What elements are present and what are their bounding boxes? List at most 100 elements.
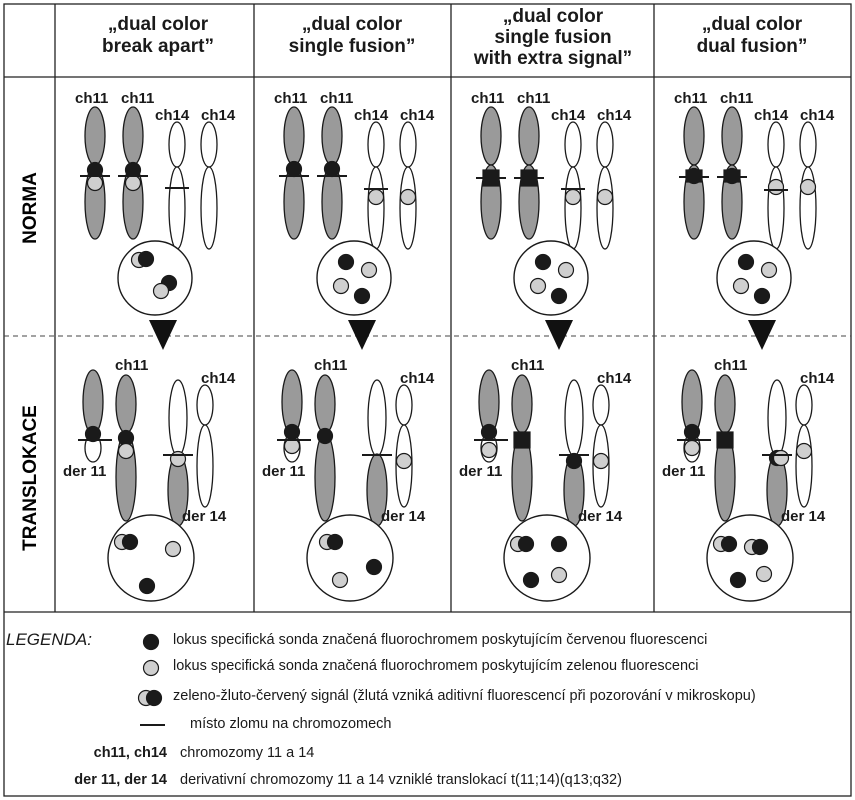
label-der11: der 11	[262, 463, 305, 480]
green-probe	[755, 565, 773, 583]
green-probe	[117, 442, 135, 460]
label-der14: der 14	[578, 508, 623, 525]
chromosome-14	[399, 121, 417, 250]
red-probe	[683, 423, 701, 441]
green-probe	[169, 450, 187, 468]
chromosome-der14	[362, 379, 392, 527]
down-arrow-icon	[545, 320, 573, 350]
label-ch14: ch14	[400, 107, 435, 124]
label-ch14: ch14	[551, 107, 586, 124]
down-arrow-icon	[748, 320, 776, 350]
red-probe	[729, 571, 747, 589]
chromosome-q-arm	[200, 166, 218, 250]
green-probe	[331, 571, 349, 589]
chromosome-p-arm	[168, 121, 186, 168]
chromosome-14	[168, 121, 186, 250]
label-ch14: ch14	[155, 107, 190, 124]
chromosome-der11	[277, 369, 311, 463]
chromosome-p-arm	[395, 384, 413, 426]
chromosome-14	[367, 121, 385, 250]
red-probe	[517, 535, 535, 553]
chromosome-der14	[163, 379, 193, 527]
red-probe	[323, 160, 341, 178]
legend-title: LEGENDA:	[6, 630, 92, 649]
chromosome-q-arm	[196, 424, 214, 508]
chromosome-p-arm	[321, 106, 343, 166]
red-probe	[365, 558, 383, 576]
chromosome-p-arm	[714, 374, 736, 434]
legend-break-text: místo zlomu na chromozomech	[190, 716, 392, 732]
green-probe	[557, 261, 575, 279]
label-der14: der 14	[182, 508, 227, 525]
red-probe	[84, 425, 102, 443]
chromosome-p-arm	[767, 121, 785, 168]
chromosome-p-arm	[367, 121, 385, 168]
legend-der-text: derivativní chromozomy 11 a 14 vzniklé t…	[180, 772, 622, 788]
chromosome-p-arm	[596, 121, 614, 168]
chromosome-14	[564, 121, 582, 250]
label-der11: der 11	[662, 463, 705, 480]
chromosome-p-arm	[115, 374, 137, 434]
chromosome-p-arm	[564, 121, 582, 168]
chromosome-p-arm	[480, 106, 502, 166]
green-probe	[760, 261, 778, 279]
chromosome-q-arm	[683, 164, 705, 240]
green-probe	[395, 452, 413, 470]
label-ch11: ch11	[511, 357, 544, 374]
chromosome-11	[279, 106, 309, 240]
green-probe	[799, 178, 817, 196]
red-probe	[283, 423, 301, 441]
label-ch11: ch11	[714, 357, 747, 374]
chromosome-11	[314, 374, 336, 522]
fusion-signal-icon	[137, 689, 163, 707]
legend-red-text: lokus specifická sonda značená fluorochr…	[173, 632, 708, 648]
label-der14: der 14	[381, 508, 426, 525]
chromosome-p-arm	[367, 379, 387, 457]
green-probe	[732, 277, 750, 295]
chromosome-q-arm	[168, 166, 186, 250]
label-ch11: ch11	[314, 357, 347, 374]
chromosome-11	[511, 374, 533, 522]
green-probe	[772, 449, 790, 467]
red-probe	[534, 253, 552, 271]
green-probe	[550, 566, 568, 584]
chromosome-14	[200, 121, 218, 250]
chromosome-der11	[78, 369, 112, 463]
green-probe	[332, 277, 350, 295]
down-arrow-icon	[149, 320, 177, 350]
chromosome-der11	[474, 369, 508, 463]
label-ch14: ch14	[201, 370, 236, 387]
green-probe	[795, 442, 813, 460]
label-ch11: ch11	[320, 90, 353, 107]
chromosome-p-arm	[84, 106, 106, 166]
red-probe	[137, 250, 155, 268]
label-ch11: ch11	[115, 357, 148, 374]
chromosome-q-arm	[367, 166, 385, 250]
chromosome-q-arm	[399, 166, 417, 250]
chromosome-p-arm	[592, 384, 610, 426]
legend-green-text: lokus specifická sonda značená fluorochr…	[173, 658, 699, 674]
nucleus-translocation	[503, 514, 591, 602]
label-ch11: ch11	[75, 90, 108, 107]
label-ch14: ch14	[201, 107, 236, 124]
red-probe	[353, 287, 371, 305]
green-probe	[124, 174, 142, 192]
row-label-translokace: TRANSLOKACE	[20, 405, 41, 551]
label-ch14: ch14	[800, 107, 835, 124]
red-probe	[737, 253, 755, 271]
red-probe	[480, 423, 498, 441]
chromosome-11	[118, 106, 148, 240]
red-probe	[565, 452, 583, 470]
green-probe	[592, 452, 610, 470]
label-ch14: ch14	[597, 370, 632, 387]
green-probe	[767, 178, 785, 196]
legend: LEGENDA: lokus specifická sonda značená …	[0, 612, 855, 800]
legend-fusion-text: zeleno-žluto-červený signál (žlutá vznik…	[173, 688, 756, 704]
label-ch14: ch14	[354, 107, 389, 124]
chromosome-p-arm	[168, 379, 188, 457]
legend-ch-text: chromozomy 11 a 14	[180, 745, 315, 761]
chromosome-p-arm	[82, 369, 104, 435]
nucleus-normal	[117, 240, 193, 316]
